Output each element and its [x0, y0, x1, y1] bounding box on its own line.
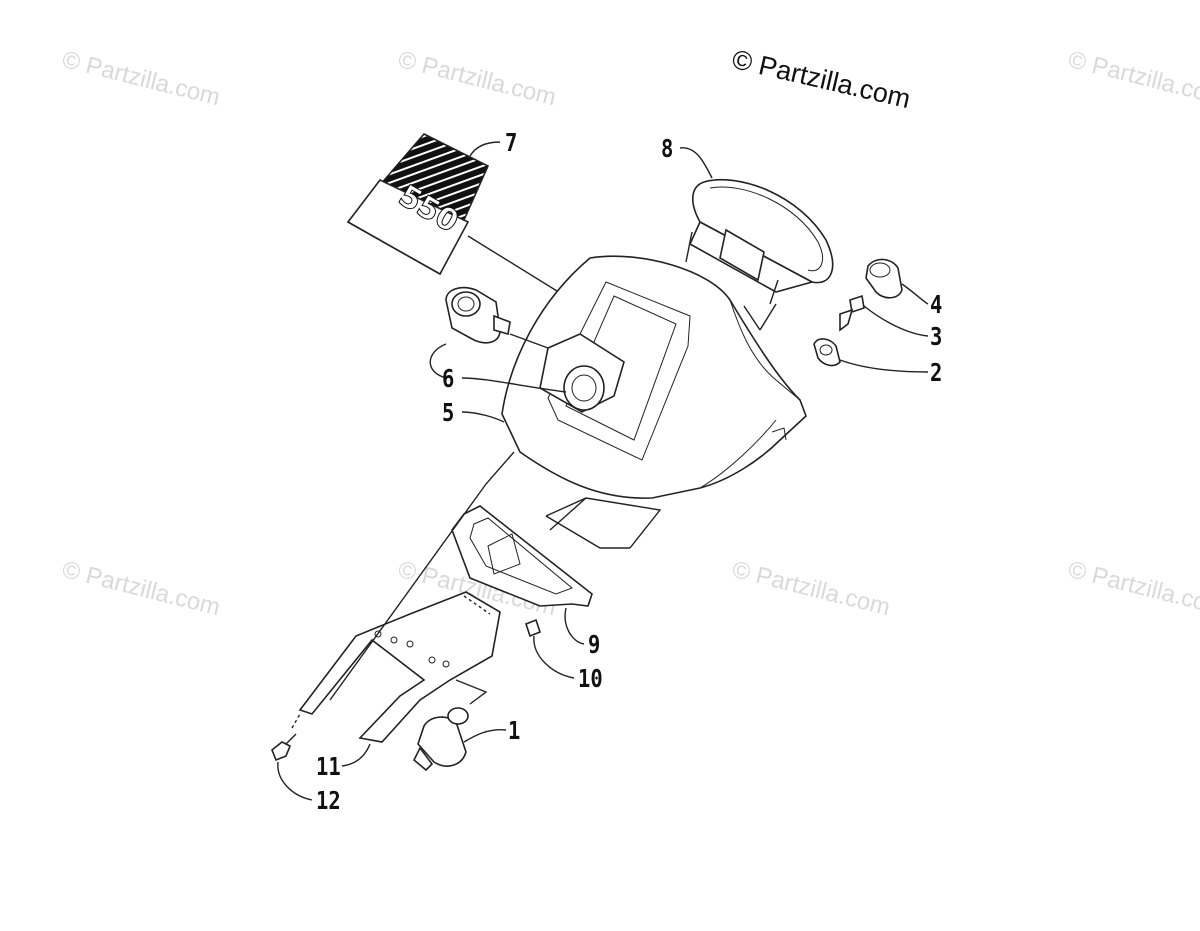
leader-line — [291, 713, 301, 729]
callout-9[interactable]: 9 — [588, 630, 601, 659]
leader-line — [461, 377, 567, 393]
leader-line — [679, 147, 713, 179]
gauge-part-8[interactable] — [685, 178, 834, 331]
callout-10[interactable]: 10 — [578, 664, 603, 693]
callout-7[interactable]: 7 — [505, 128, 518, 157]
rivet-part-12[interactable] — [271, 733, 297, 762]
power-outlet-part-6[interactable] — [445, 286, 625, 413]
key-part-3[interactable] — [839, 294, 865, 332]
leader-line — [839, 359, 929, 373]
callout-6[interactable]: 6 — [442, 364, 455, 393]
callout-1[interactable]: 1 — [508, 716, 521, 745]
leader-line — [329, 451, 515, 701]
leader-line — [545, 497, 662, 549]
ignition-switch-part-2[interactable] — [813, 338, 841, 367]
clip-part-10[interactable] — [525, 618, 541, 638]
leader-line — [277, 761, 313, 801]
leader-line — [461, 411, 505, 423]
leader-line — [341, 743, 371, 767]
leader-line — [463, 728, 507, 743]
leader-line — [545, 515, 630, 549]
leader-line — [901, 283, 929, 305]
leader-line — [469, 141, 501, 157]
callout-3[interactable]: 3 — [930, 322, 943, 351]
dash-pod-part-5[interactable] — [501, 255, 807, 499]
leader-line — [455, 679, 488, 705]
callout-11[interactable]: 11 — [316, 752, 341, 781]
bracket-part-11[interactable] — [298, 591, 501, 743]
leader-line — [533, 635, 575, 679]
callout-8[interactable]: 8 — [661, 134, 674, 163]
leader-line — [863, 305, 929, 337]
bezel-part-9[interactable] — [451, 505, 593, 607]
switch-part-1[interactable] — [413, 707, 469, 772]
leader-line — [549, 497, 587, 531]
callout-4[interactable]: 4 — [930, 290, 943, 319]
decal-part-7[interactable]: 550 — [346, 133, 490, 276]
callout-12[interactable]: 12 — [316, 786, 341, 815]
callout-2[interactable]: 2 — [930, 358, 943, 387]
key-cap-part-4[interactable] — [865, 258, 903, 299]
leader-line — [564, 607, 585, 645]
callout-5[interactable]: 5 — [442, 398, 455, 427]
leader-line — [429, 343, 447, 379]
